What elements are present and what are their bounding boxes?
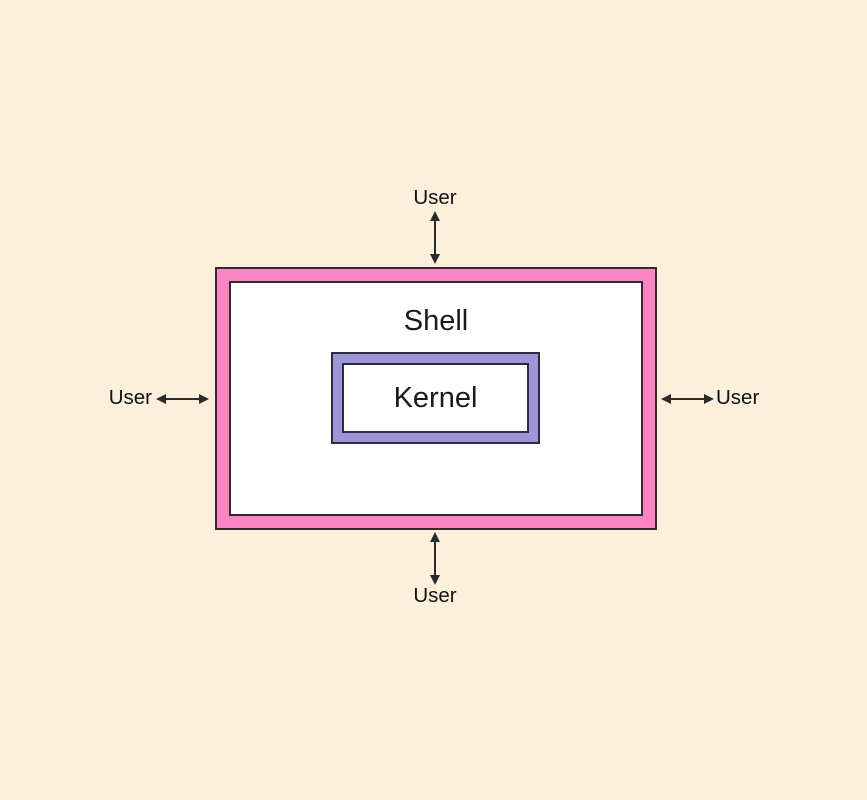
double-arrow-icon-left — [156, 394, 209, 404]
double-arrow-icon-bottom — [430, 532, 440, 585]
kernel-box: Kernel — [331, 352, 540, 444]
double-arrow-icon-right — [661, 394, 714, 404]
user-label-bottom: User — [413, 584, 457, 607]
double-arrow-icon-top — [430, 211, 440, 264]
user-label-left: User — [108, 386, 152, 409]
kernel-box-interior: Kernel — [342, 363, 529, 433]
user-label-top: User — [413, 186, 457, 209]
kernel-label: Kernel — [393, 381, 478, 414]
user-label-right: User — [716, 386, 760, 409]
shell-label: Shell — [403, 305, 469, 337]
